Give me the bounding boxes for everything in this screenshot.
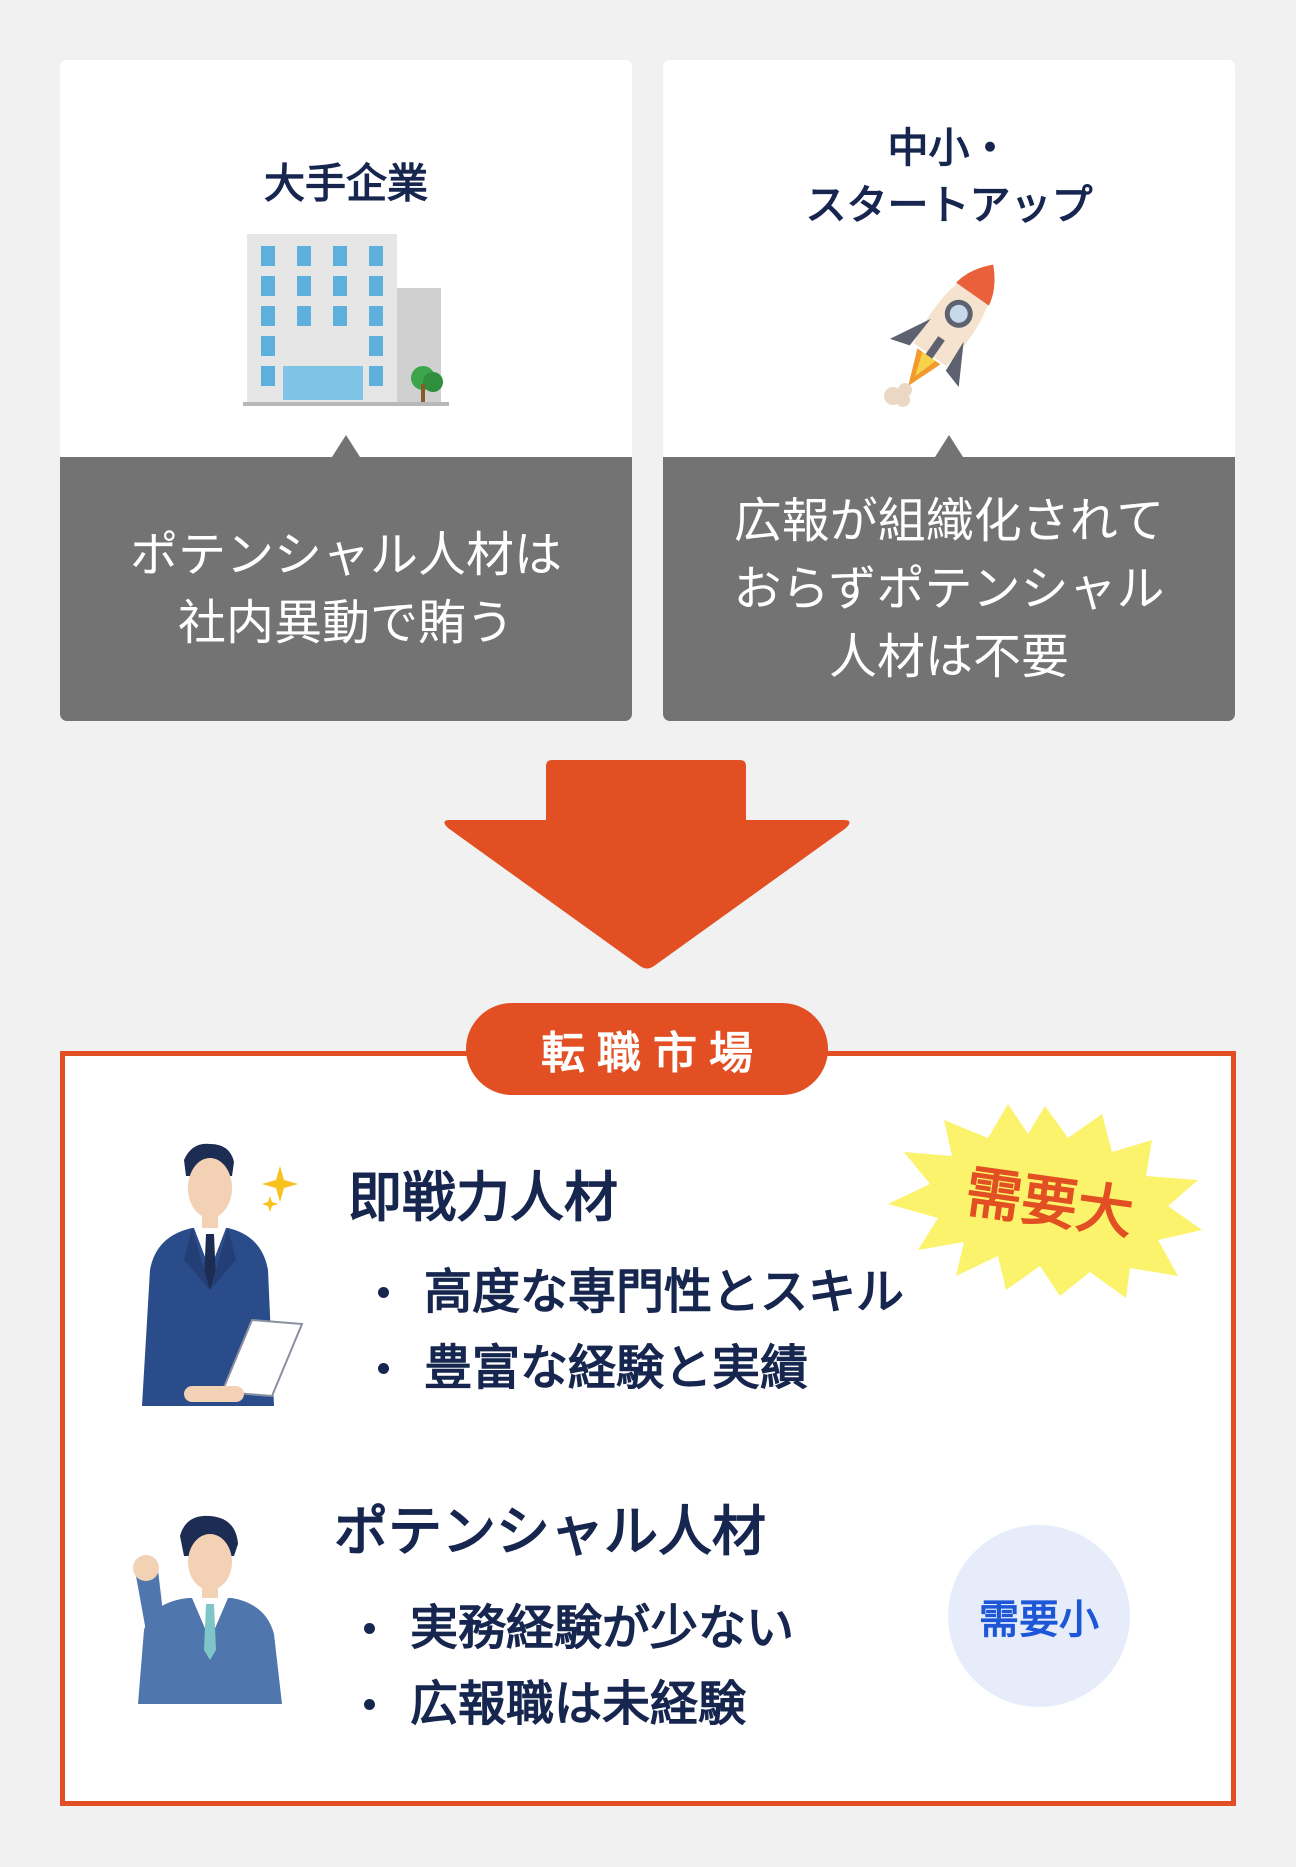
list-item: 高度な専門性とスキル xyxy=(372,1254,904,1330)
card-title: 大手企業 xyxy=(264,159,428,208)
young-businessman-fist-icon xyxy=(133,1515,282,1704)
job-market-label: 転職市場 xyxy=(466,1003,828,1095)
potential-talent-bullets: 実務経験が少ない 広報職は未経験 xyxy=(358,1590,794,1742)
list-item: 実務経験が少ない xyxy=(358,1590,794,1666)
office-building-icon xyxy=(243,234,449,406)
businessman-with-document-icon xyxy=(142,1143,304,1406)
sme-startup-card: 中小・ スタートアップ 広報が組織化されて おらずポテンシャル 人材は不要 xyxy=(663,60,1235,721)
heading-potential-talent: ポテンシャル人材 xyxy=(334,1500,766,1563)
card-caption-box: ポテンシャル人材は 社内異動で賄う xyxy=(60,435,632,721)
low-demand-badge: 需要小 xyxy=(948,1525,1130,1707)
list-item: 豊富な経験と実績 xyxy=(372,1330,904,1406)
card-top: 中小・ スタートアップ xyxy=(663,60,1235,457)
card-title: 中小・ スタートアップ xyxy=(805,124,1093,229)
high-demand-burst xyxy=(888,1104,1202,1298)
card-caption: 広報が組織化されて おらずポテンシャル 人材は不要 xyxy=(733,493,1165,685)
list-item: 広報職は未経験 xyxy=(358,1666,794,1742)
heading-immediate-talent: 即戦力人材 xyxy=(348,1166,618,1229)
immediate-talent-bullets: 高度な専門性とスキル 豊富な経験と実績 xyxy=(372,1254,904,1406)
card-caption: ポテンシャル人材は 社内異動で賄う xyxy=(129,527,562,651)
large-company-card: 大手企業 ポテンシャル人材は 社内異動で賄う xyxy=(60,60,632,721)
down-arrow-icon xyxy=(444,760,850,969)
card-caption-box: 広報が組織化されて おらずポテンシャル 人材は不要 xyxy=(663,435,1235,721)
card-top: 大手企業 xyxy=(60,60,632,457)
rocket-icon xyxy=(884,264,995,407)
